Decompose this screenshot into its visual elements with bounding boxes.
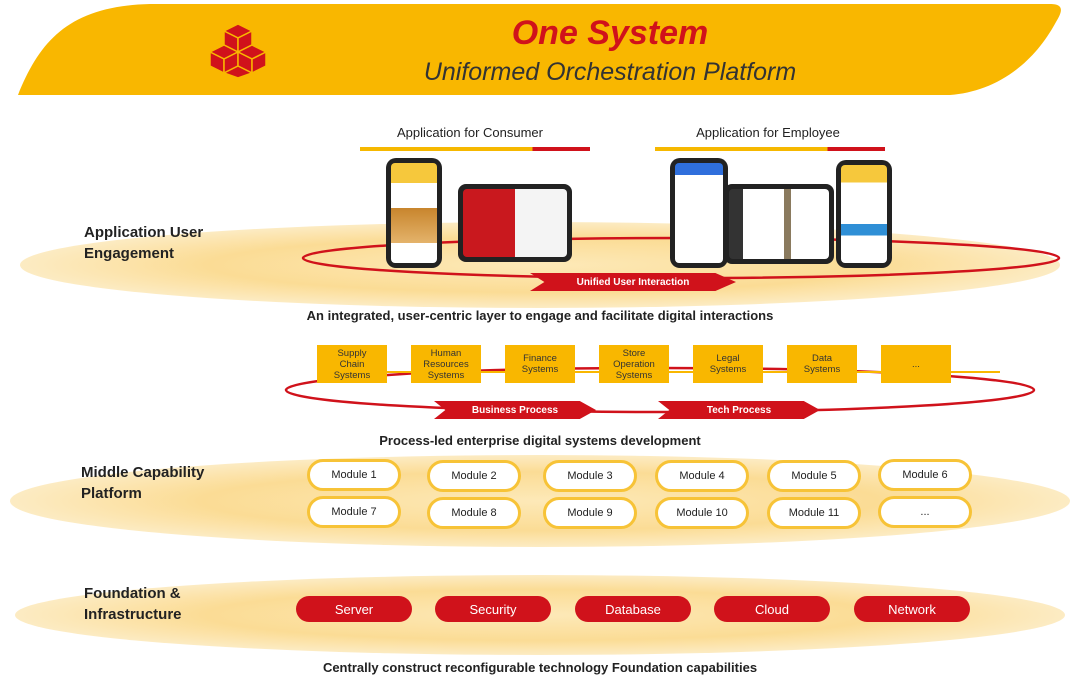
system-box-supply-chain: Supply Chain Systems — [317, 345, 387, 383]
system-box-finance: Finance Systems — [505, 345, 575, 383]
employee-phone-image — [670, 158, 728, 268]
module-3: Module 3 — [543, 460, 637, 492]
foundation-layer-caption: Centrally construct reconfigurable techn… — [322, 660, 758, 675]
module-9: Module 9 — [543, 497, 637, 529]
foundation-pill-security: Security — [435, 596, 551, 622]
business-process-tag: Business Process — [434, 401, 596, 419]
module-1: Module 1 — [307, 459, 401, 491]
application-layer-caption: An integrated, user-centric layer to eng… — [306, 308, 774, 323]
module-8: Module 8 — [427, 497, 521, 529]
system-box-human-resources: Human Resources Systems — [411, 345, 481, 383]
foundation-pill-database: Database — [575, 596, 691, 622]
unified-user-interaction-tag: Unified User Interaction — [530, 273, 736, 291]
module-5: Module 5 — [767, 460, 861, 492]
module-4: Module 4 — [655, 460, 749, 492]
employee-heading-underline — [655, 147, 885, 151]
system-box-more: ... — [881, 345, 951, 383]
consumer-phone-image — [386, 158, 442, 268]
page-subtitle: Uniformed Orchestration Platform — [423, 58, 797, 86]
middle-layer-caption: Process-led enterprise digital systems d… — [379, 433, 701, 448]
employee-tablet-image — [724, 184, 834, 264]
employee-app-heading: Application for Employee — [696, 125, 840, 140]
module-6: Module 6 — [878, 459, 972, 491]
module-7: Module 7 — [307, 496, 401, 528]
module-2: Module 2 — [427, 460, 521, 492]
system-box-store-operation: Store Operation Systems — [599, 345, 669, 383]
foundation-pill-server: Server — [296, 596, 412, 622]
module-10: Module 10 — [655, 497, 749, 529]
system-box-data: Data Systems — [787, 345, 857, 383]
module-11: Module 11 — [767, 497, 861, 529]
consumer-tablet-image — [458, 184, 572, 262]
consumer-heading-underline — [360, 147, 590, 151]
application-layer-label: Application User Engagement — [84, 224, 204, 262]
foundation-pill-cloud: Cloud — [714, 596, 830, 622]
middle-layer-label: Middle Capability Platform — [81, 464, 205, 502]
system-box-legal: Legal Systems — [693, 345, 763, 383]
consumer-app-heading: Application for Consumer — [397, 125, 543, 140]
foundation-layer-label: Foundation & Infrastructure — [84, 585, 182, 623]
foundation-pill-network: Network — [854, 596, 970, 622]
module-more: ... — [878, 496, 972, 528]
employee-phone-2-image — [836, 160, 892, 268]
cube-cluster-logo-icon — [208, 23, 268, 79]
header-banner — [18, 4, 1061, 95]
tech-process-tag: Tech Process — [658, 401, 820, 419]
page-title: One System — [511, 14, 709, 52]
